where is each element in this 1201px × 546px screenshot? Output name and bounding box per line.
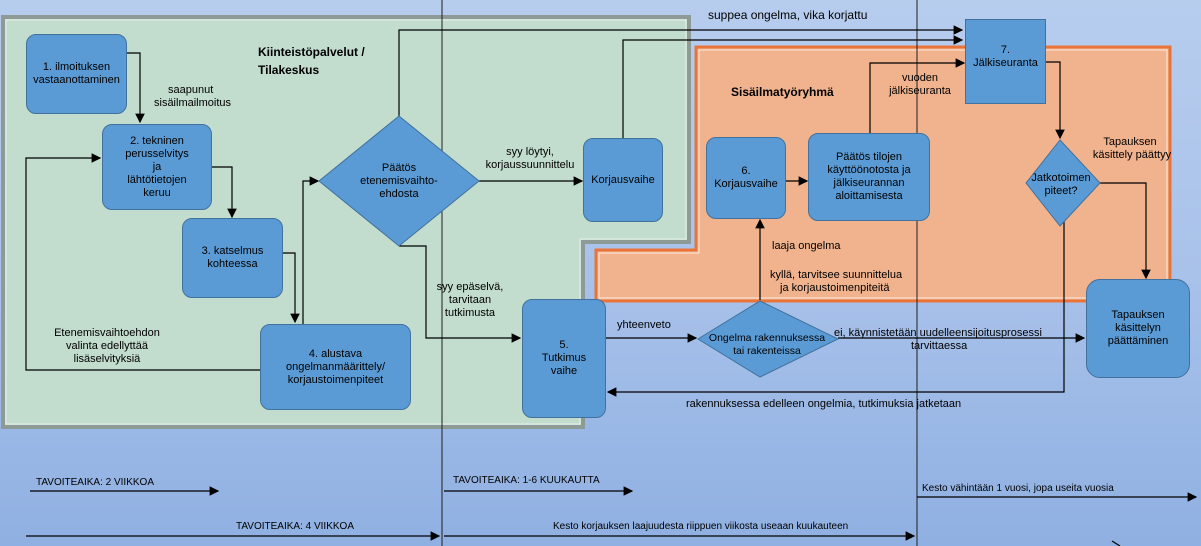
orange-zone-border-inner	[598, 49, 1168, 299]
green-zone-title-1: Kiinteistöpalvelut /	[258, 45, 365, 59]
label-kylla-2: ja korjaustoimenpiteitä	[780, 282, 890, 294]
orange-zone-title: Sisäilmatyöryhmä	[731, 85, 834, 99]
label-syy-loytyi-2: korjaussuunnittelu	[485, 159, 575, 171]
timeline-label-4-viikkoa: TAVOITEAIKA: 4 VIIKKOA	[236, 521, 354, 532]
label-tapauksen-1: Tapauksen	[1103, 136, 1157, 148]
green-zone-border	[1, 15, 691, 429]
box-korjausvaihe: Korjausvaihe	[583, 138, 663, 222]
green-zone-border-inner	[5, 19, 687, 425]
diamond-paatos-text: Päätös etenemisvaihto- ehdosta	[339, 162, 459, 201]
label-syy-epaselva-3: tutkimusta	[444, 307, 496, 319]
timeline-label-kesto-korjauksen: Kesto korjauksen laajuudesta riippuen vi…	[553, 521, 849, 532]
diamond-paatos-line1: Päätös	[381, 162, 417, 174]
timeline-arrow-6	[1111, 540, 1121, 546]
label-kylla-1: kyllä, tarvitsee suunnittelua	[770, 269, 903, 281]
label-saapunut-2: sisäilmailmoitus	[154, 97, 232, 109]
label-vuoden-2: jälkiseuranta	[889, 85, 951, 97]
label-eten-1: Etenemisvaihtoehdon	[54, 327, 160, 339]
edge-d3-end	[1100, 182, 1151, 280]
timeline-label-2-viikkoa: TAVOITEAIKA: 2 VIIKKOA	[36, 477, 154, 488]
box-ilmoitus: 1. ilmoituksen vastaanottaminen	[26, 34, 127, 114]
timeline-label-vahintaan-1-vuosi: Kesto vähintään 1 vuosi, jopa useita vuo…	[922, 483, 1114, 494]
edge-4-d1	[302, 176, 320, 324]
diamond-jatko-line1: Jatkotoimen	[1031, 172, 1091, 184]
label-edelleen: rakennuksessa edelleen ongelmia, tutkimu…	[686, 398, 962, 410]
edge-d1-5	[399, 245, 522, 343]
label-ei-2: tarvittaessa	[911, 340, 968, 352]
diamond-paatos-line3: ehdosta	[379, 188, 419, 200]
label-tapauksen-2: käsittely päättyy	[1092, 149, 1172, 161]
edge-3-4	[283, 252, 300, 324]
box-katselmus: 3. katselmus kohteessa	[182, 218, 283, 298]
box-jalkiseuranta: 7. Jälkiseuranta	[965, 19, 1046, 104]
diamond-ongelma	[697, 300, 840, 378]
diamond-ongelma-line1: Ongelma rakennuksessa	[708, 332, 826, 344]
label-eten-2: valinta edellyttää	[66, 340, 148, 352]
diamond-paatos-line2: etenemisvaihto-	[360, 175, 438, 187]
edge-2-3	[212, 166, 237, 219]
label-eten-3: lisäselvityksiä	[73, 353, 141, 365]
green-zone-title-2: Tilakeskus	[258, 63, 320, 77]
edge-paatos-7	[869, 58, 966, 133]
jalkiseuranta-label: Jälkiseuranta	[973, 57, 1038, 69]
box-korjausvaihe-6: 6. Korjausvaihe	[706, 137, 786, 219]
diamond-jatkotoimenpiteet	[1025, 139, 1101, 227]
diamond-paatos	[318, 115, 480, 247]
edge-d3-5	[606, 220, 1065, 397]
label-syy-epaselva-2: tarvitaan	[448, 294, 492, 306]
box-perusselvitys: 2. tekninen perusselvitys ja lähtötietoj…	[102, 124, 212, 210]
label-yhteenveto: yhteenveto	[617, 319, 671, 331]
diamond-ongelma-text: Ongelma rakennuksessa tai rakenteissa	[700, 332, 834, 358]
edge-7-d3	[1046, 61, 1065, 140]
diamond-jatko-text: Jatkotoimen piteet?	[1024, 172, 1098, 198]
edge-4-2	[25, 153, 260, 371]
label-saapunut-1: saapunut	[168, 84, 214, 96]
label-suppea: suppea ongelma, vika korjattu	[708, 8, 868, 22]
timeline-label-1-6-kk: TAVOITEAIKA: 1-6 KUUKAUTTA	[453, 475, 600, 486]
diamond-jatko-line2: piteet?	[1044, 185, 1078, 197]
edge-d1-7	[398, 25, 964, 116]
label-syy-loytyi-1: syy löytyi,	[506, 146, 554, 158]
jalkiseuranta-number: 7.	[1000, 44, 1011, 56]
box-tutkimus: 5. Tutkimus vaihe	[522, 299, 606, 418]
box-alustava: 4. alustava ongelmanmäärittely/ korjaust…	[260, 324, 411, 410]
label-syy-epaselva-1: syy epäselvä,	[436, 281, 504, 293]
edge-korjaus-7	[622, 35, 964, 138]
label-ei-1: ei, käynnistetään uudelleensijoitusprose…	[834, 327, 1042, 339]
box-tapauksen-paattaminen: Tapauksen käsittelyn päättäminen	[1086, 279, 1190, 378]
edge-1-2	[127, 52, 145, 124]
diamond-ongelma-line2: tai rakenteissa	[733, 345, 801, 357]
box-paatos-tilojen: Päätös tilojen käyttöönotosta ja jälkise…	[808, 133, 930, 221]
label-vuoden-1: vuoden	[901, 72, 939, 84]
label-laaja: laaja ongelma	[772, 240, 841, 252]
